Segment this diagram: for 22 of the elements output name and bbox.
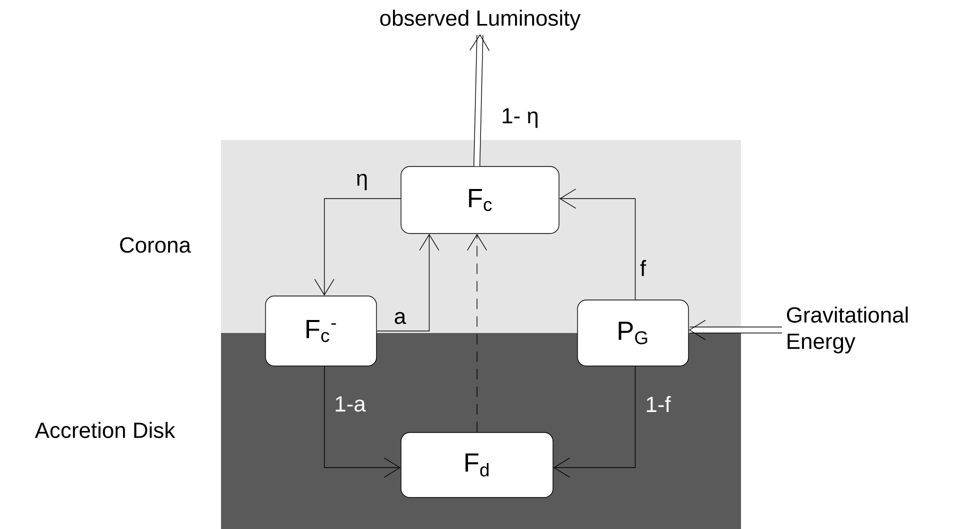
edge-label: a (394, 312, 406, 324)
region-label: Accretion Disk (34, 422, 176, 438)
process-box: F$_{d}$ (400, 432, 554, 498)
arrow (559, 188, 636, 300)
edge-label: 1-f (646, 396, 671, 412)
region-label: Corona (120, 237, 191, 253)
edge-label: 1- η (502, 108, 538, 128)
process-box: F$_{c}$ (400, 166, 560, 234)
arrow (376, 234, 440, 332)
arrow (688, 320, 782, 340)
output-label: observed Luminosity (380, 10, 581, 30)
process-box: F$_{c}$- (265, 296, 377, 366)
arrow (324, 366, 401, 478)
arrow (470, 34, 490, 166)
arrow (466, 234, 488, 433)
edge-label: η (357, 174, 367, 190)
arrow (553, 366, 636, 478)
edge-label: 1-a (336, 396, 366, 412)
process-box: P$_{G}$ (577, 300, 689, 366)
input-label: Gravitational Energy (786, 306, 908, 354)
edge-label: f (640, 260, 646, 276)
arrow (314, 198, 402, 296)
